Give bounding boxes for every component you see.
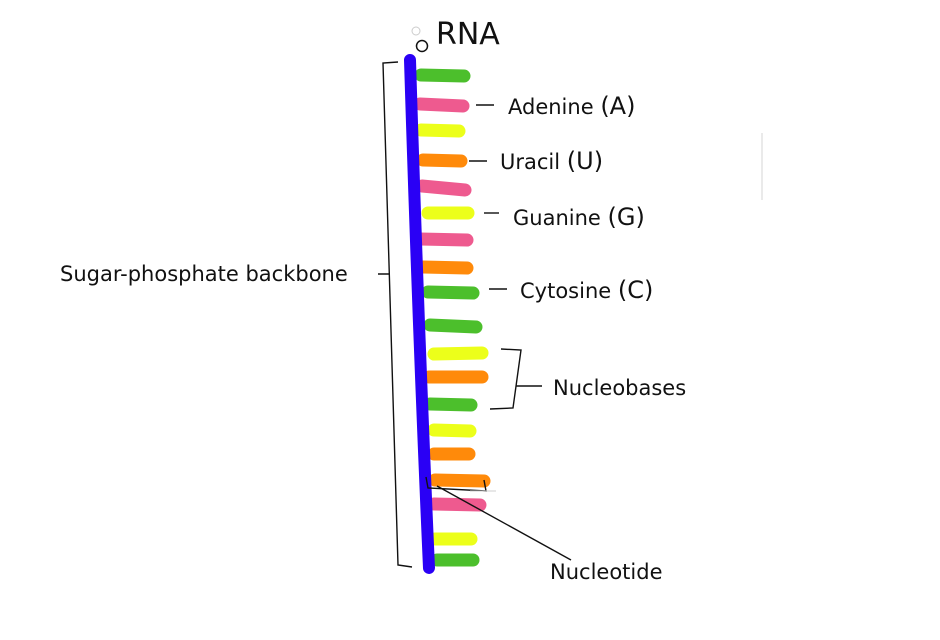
backbone-label: Sugar-phosphate backbone — [60, 262, 348, 286]
guanine-label: Guanine (G) — [513, 205, 645, 229]
hydroxyl-end-circle — [415, 39, 429, 53]
nucleotide-label: Nucleotide — [550, 560, 663, 584]
guanine-rung — [427, 346, 489, 361]
nucleotide-bracket — [425, 476, 487, 492]
nucleobases-bracket — [489, 348, 542, 410]
guanine-rung — [427, 423, 477, 438]
cytosine-rung — [414, 68, 471, 83]
adenine-name: Adenine — [508, 95, 594, 119]
uracil-rung — [428, 473, 491, 488]
cytosine-rung — [423, 318, 483, 334]
rna-title: RNA — [436, 17, 500, 52]
uracil-rung — [416, 260, 474, 275]
cytosine-rung — [423, 397, 478, 412]
guanine-name: Guanine — [513, 206, 601, 230]
adenine-rung — [415, 179, 472, 197]
uracil-code: (U) — [566, 147, 604, 175]
cytosine-rung — [421, 285, 480, 300]
adenine-label: Adenine (A) — [508, 94, 635, 118]
uracil-name: Uracil — [500, 150, 561, 174]
uracil-rung — [416, 153, 468, 168]
faint-end-circle — [411, 26, 421, 36]
nucleotide-pointer — [436, 485, 572, 561]
nucleobase-rungs — [413, 68, 491, 567]
backbone-bracket — [378, 61, 413, 568]
adenine-rung — [427, 497, 487, 512]
guanine-rung — [414, 123, 466, 138]
cytosine-label: Cytosine (C) — [520, 278, 653, 302]
adenine-rung — [413, 97, 470, 113]
cytosine-name: Cytosine — [520, 279, 612, 303]
adenine-rung — [413, 232, 474, 247]
cytosine-code: (C) — [617, 276, 654, 304]
guanine-code: (G) — [607, 203, 645, 231]
uracil-label: Uracil (U) — [500, 149, 603, 173]
sugar-phosphate-backbone — [404, 54, 435, 574]
nucleobases-label: Nucleobases — [553, 376, 687, 400]
adenine-code: (A) — [600, 92, 636, 120]
